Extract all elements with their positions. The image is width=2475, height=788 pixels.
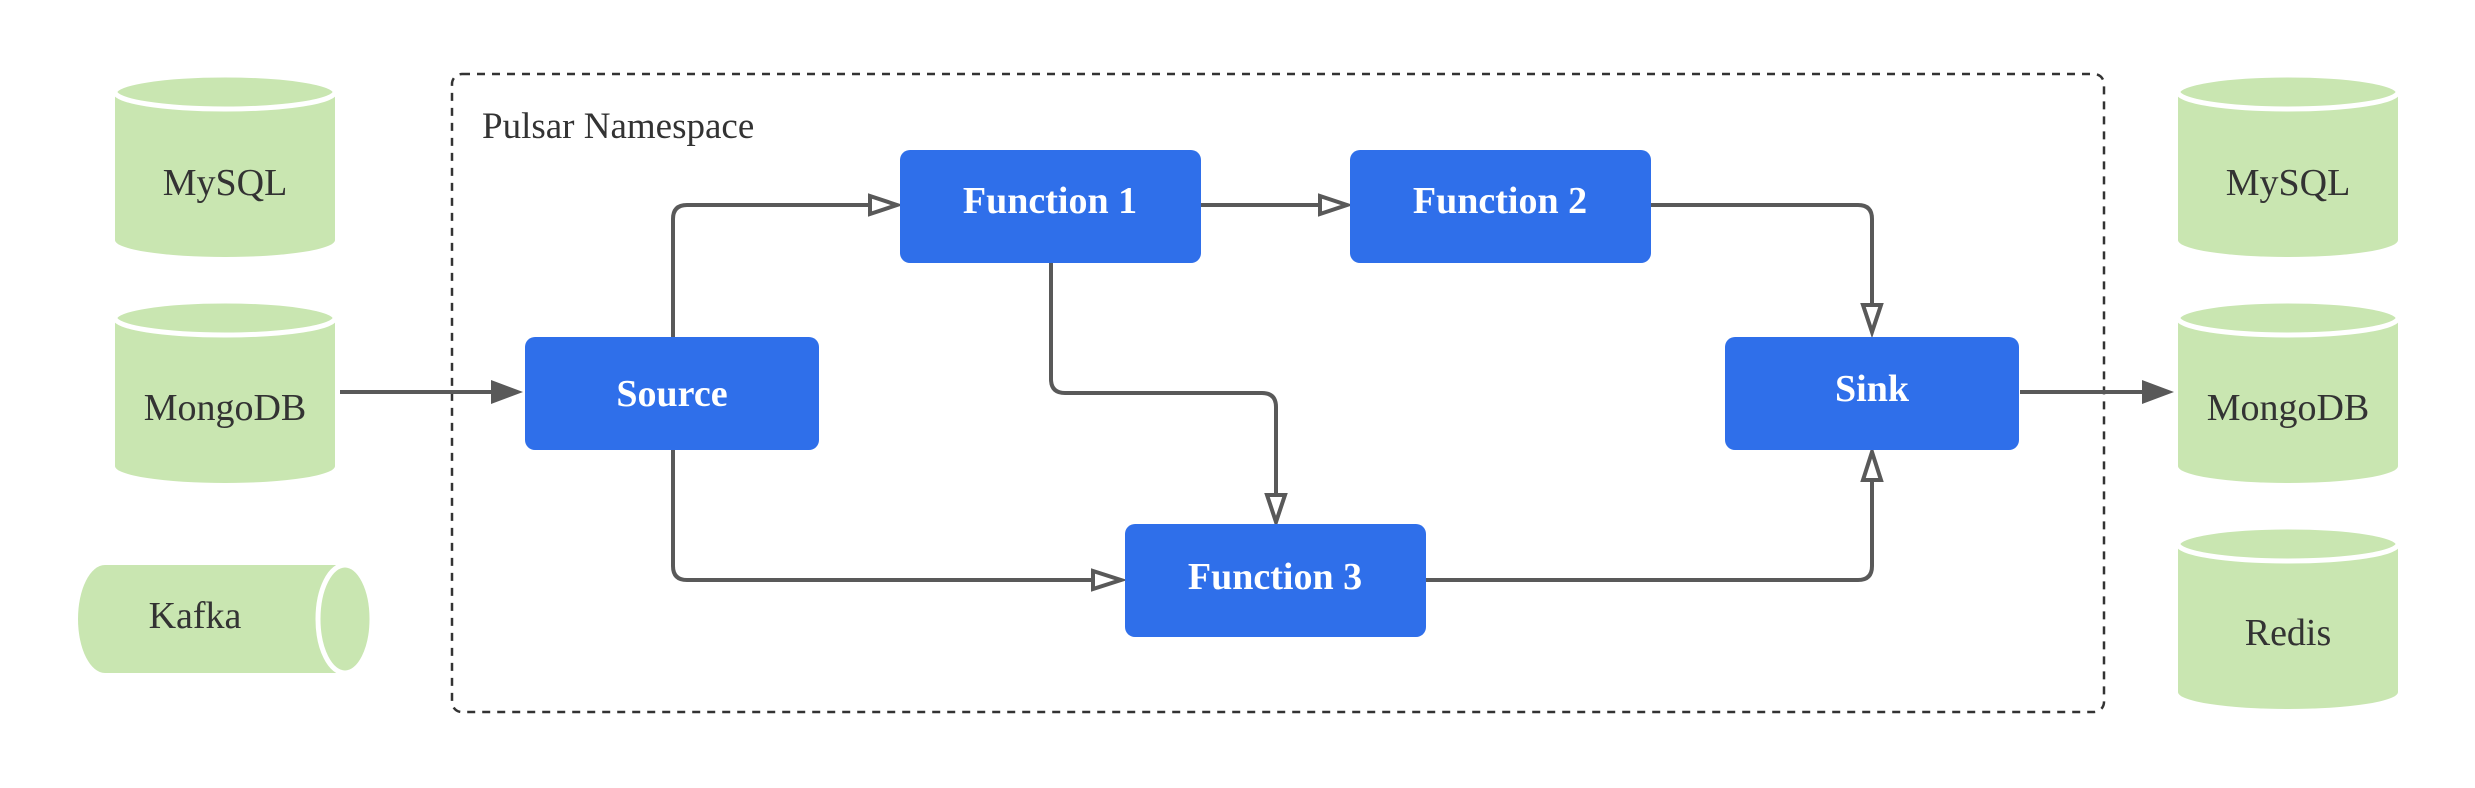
function1-label: Function 1 xyxy=(963,180,1137,222)
source-node: Source xyxy=(525,337,819,450)
input-mongodb-cylinder: MongoDB xyxy=(112,298,338,483)
function3-node: Function 3 xyxy=(1125,524,1426,637)
namespace-label: Pulsar Namespace xyxy=(482,106,754,147)
input-mysql-cylinder: MySQL xyxy=(112,72,338,257)
arrowhead-function1-in xyxy=(868,193,904,217)
output-mysql-cylinder: MySQL xyxy=(2175,72,2401,257)
output-redis-cylinder: Redis xyxy=(2175,524,2401,709)
arrowhead-function3-in-top xyxy=(1264,493,1288,529)
edge-source-to-function3 xyxy=(671,450,1093,582)
arrowhead-output-mongodb xyxy=(2142,380,2174,404)
function2-label: Function 2 xyxy=(1413,180,1587,222)
edge-function3-to-sink xyxy=(1426,480,1874,582)
arrowhead-sink-in-top xyxy=(1860,303,1884,339)
arrowhead-function3-in-left xyxy=(1091,568,1128,592)
function1-node: Function 1 xyxy=(900,150,1201,263)
arrowhead-sink-in-bottom xyxy=(1860,445,1884,482)
edge-source-to-function1 xyxy=(671,203,870,337)
edge-function1-to-function3 xyxy=(1049,263,1278,495)
input-mongodb-label: MongoDB xyxy=(144,387,307,429)
sink-node: Sink xyxy=(1725,337,2019,450)
output-mysql-label: MySQL xyxy=(2226,162,2351,204)
input-kafka-cylinder: Kafka xyxy=(78,562,375,676)
output-redis-label: Redis xyxy=(2245,612,2332,654)
edge-function2-to-sink xyxy=(1651,203,1874,305)
function2-node: Function 2 xyxy=(1350,150,1651,263)
output-mongodb-label: MongoDB xyxy=(2207,387,2370,429)
function3-label: Function 3 xyxy=(1188,556,1362,598)
output-mongodb-cylinder: MongoDB xyxy=(2175,298,2401,483)
sink-label: Sink xyxy=(1835,368,1910,410)
input-kafka-label: Kafka xyxy=(149,595,242,637)
arrowhead-function2-in xyxy=(1318,193,1354,217)
source-label: Source xyxy=(616,373,727,415)
input-mysql-label: MySQL xyxy=(163,162,288,204)
arrowhead-source-in xyxy=(491,380,523,404)
